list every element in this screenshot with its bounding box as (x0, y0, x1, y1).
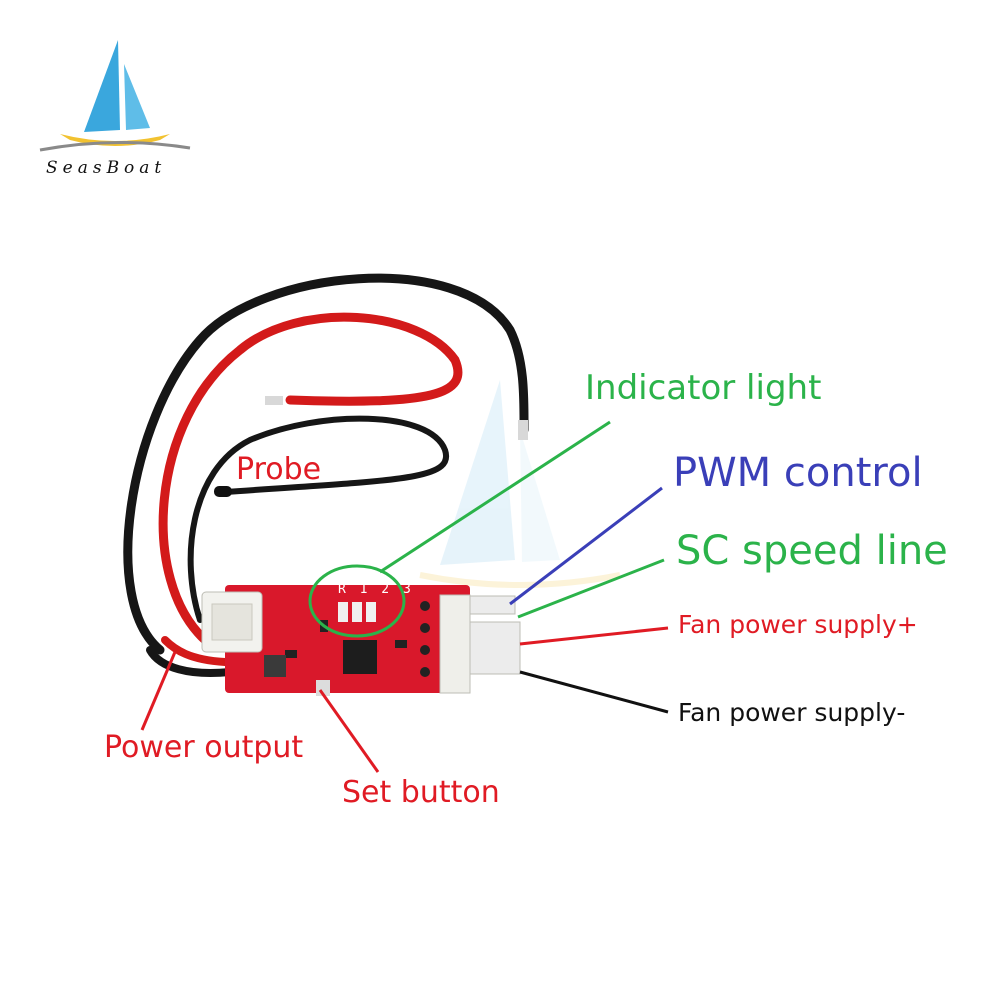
watermark (419, 380, 621, 588)
pad-2 (420, 623, 430, 633)
callout-sc-speed-line (517, 558, 665, 619)
seasboat-logo (39, 40, 191, 152)
smd-component-1 (285, 650, 297, 658)
fan-plug-lower (469, 621, 521, 675)
callout-fan-power-plus (519, 626, 669, 646)
pcb-board (201, 585, 521, 696)
led-1 (338, 602, 348, 622)
probe-label: Probe (236, 452, 322, 487)
red-wire-long (158, 312, 463, 645)
red-wire-tip (265, 396, 283, 405)
fan-connector-right (439, 594, 471, 694)
callout-pwm-control (509, 486, 663, 606)
callout-fan-power-minus (519, 670, 669, 714)
callout-power-output (140, 651, 177, 731)
smd-component-2 (395, 640, 407, 648)
power-output-label: Power output (104, 730, 304, 765)
black-wire-long (123, 273, 529, 655)
pad-1 (420, 601, 430, 611)
fan-plug-upper (469, 595, 516, 615)
set-button-cap (316, 680, 330, 696)
callout-set-button (318, 689, 380, 773)
indicator-highlight-circle (308, 564, 406, 638)
fan-power-plus-label: Fan power supply+ (678, 610, 918, 639)
indicator-light-label: Indicator light (585, 368, 822, 408)
pwm-control-label: PWM control (673, 450, 923, 496)
led-2 (352, 602, 362, 622)
black-wire-tip (518, 420, 528, 440)
set-button-label: Set button (342, 775, 500, 810)
black-wire-output (146, 646, 234, 677)
led-3 (366, 602, 376, 622)
pcb-silkscreen: R 1 2 3 (338, 582, 414, 597)
logo-sail-large (84, 40, 120, 132)
logo-sail-small (124, 64, 150, 130)
red-wire-output (161, 636, 229, 666)
set-button-body (264, 655, 286, 677)
wires (123, 273, 529, 677)
pcb (225, 585, 470, 693)
callout-lines (140, 420, 669, 773)
probe-tip (214, 486, 232, 497)
fan-power-minus-label: Fan power supply- (678, 698, 906, 727)
pad-4 (420, 667, 430, 677)
logo-text: SeasBoat (46, 158, 167, 178)
ic-chip (343, 640, 377, 674)
sc-speed-line-label: SC speed line (676, 528, 948, 574)
logo-wave (39, 140, 191, 152)
jst-connector-left-inner (211, 603, 253, 641)
pad-3 (420, 645, 430, 655)
black-wire-probe (187, 415, 450, 623)
callout-indicator-light (379, 420, 611, 574)
